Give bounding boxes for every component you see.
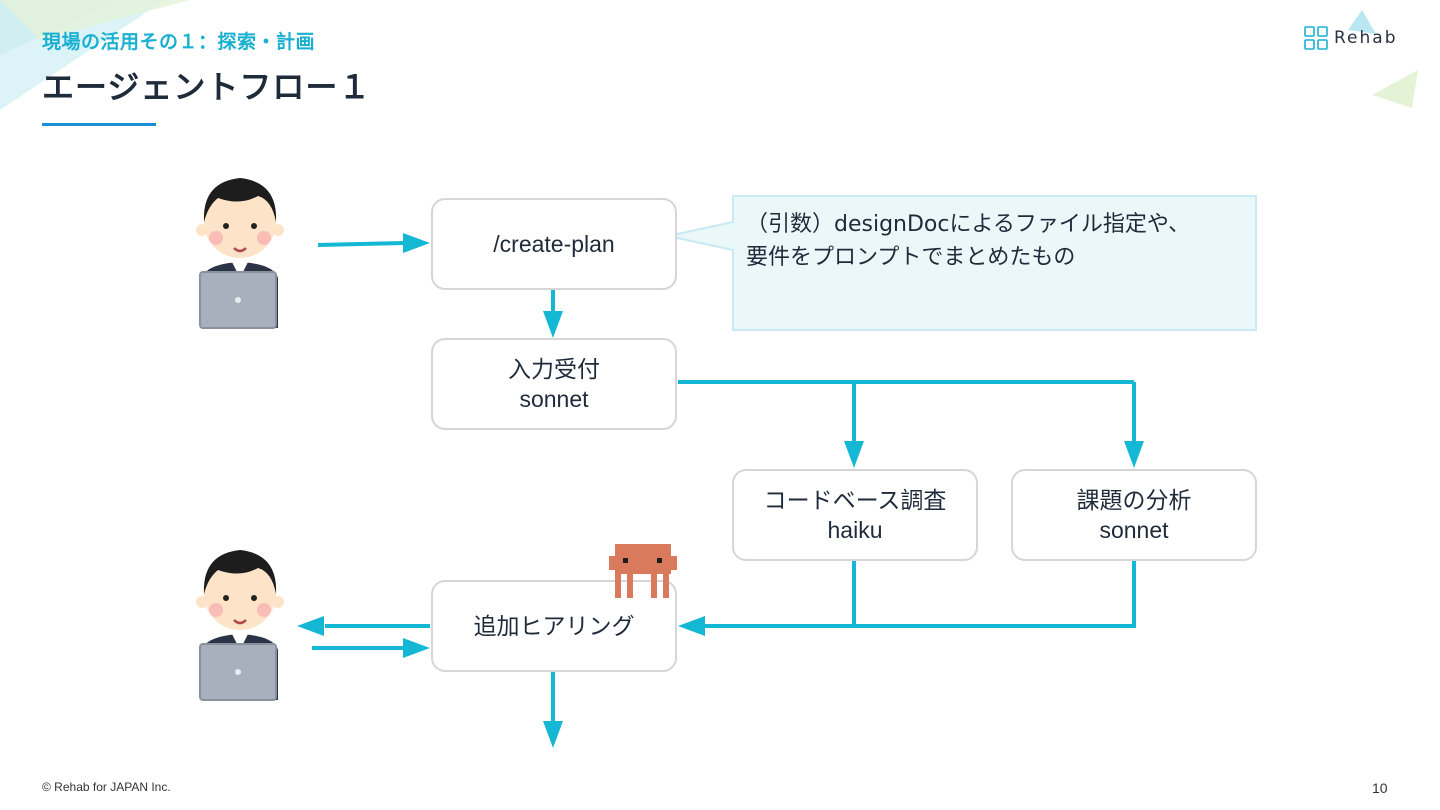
arrowhead (297, 616, 324, 636)
logo: Rehab (1304, 26, 1398, 50)
node-create-plan: /create-plan (431, 198, 677, 290)
user-with-laptop-icon (196, 550, 284, 701)
page-title: エージェントフロー１ (42, 68, 372, 106)
callout-line-1: （引数）designDocによるファイル指定や、 (746, 212, 1191, 237)
node-code-survey-label: コードベース調査 (763, 487, 947, 513)
arrowhead (403, 233, 430, 253)
node-issue-analysis: 課題の分析 sonnet (1011, 469, 1257, 561)
node-intake-label: 入力受付 (508, 356, 600, 382)
node-code-survey: コードベース調査 haiku (732, 469, 978, 561)
arrowhead (844, 441, 864, 468)
section-subtitle: 現場の活用その１：探索・計画 (42, 31, 316, 53)
arrowhead (1124, 441, 1144, 468)
node-intake-model: sonnet (519, 386, 589, 412)
arrowhead (543, 721, 563, 748)
arrowhead (403, 638, 430, 658)
logo-text: Rehab (1334, 28, 1398, 48)
node-hearing: 追加ヒアリング (431, 580, 677, 672)
node-hearing-label: 追加ヒアリング (473, 613, 635, 639)
callout-bubble (667, 195, 1257, 331)
rehab-logo-icon (1304, 26, 1328, 50)
node-create-plan-label: /create-plan (493, 231, 615, 257)
arrowhead (543, 311, 563, 338)
corner-shape (0, 0, 190, 40)
arrow-return-to-hearing (705, 561, 1136, 628)
page-number: 10 (1372, 780, 1388, 796)
callout-text: （引数）designDocによるファイル指定や、 要件をプロンプトでまとめたもの (746, 208, 1246, 274)
arrowhead (678, 616, 705, 636)
node-intake: 入力受付 sonnet (431, 338, 677, 430)
node-issue-analysis-label: 課題の分析 (1076, 487, 1192, 513)
callout-line-2: 要件をプロンプトでまとめたもの (746, 245, 1076, 270)
corner-shape (1372, 70, 1418, 108)
pixel-octopus-icon (609, 544, 677, 598)
user-with-laptop-icon (196, 178, 284, 329)
node-issue-analysis-model: sonnet (1099, 517, 1169, 543)
node-code-survey-model: haiku (827, 517, 883, 543)
corner-shape (1348, 10, 1376, 34)
arrow-user-to-create-plan (317, 241, 406, 247)
copyright: © Rehab for JAPAN Inc. (42, 780, 171, 794)
title-underline (42, 123, 156, 126)
